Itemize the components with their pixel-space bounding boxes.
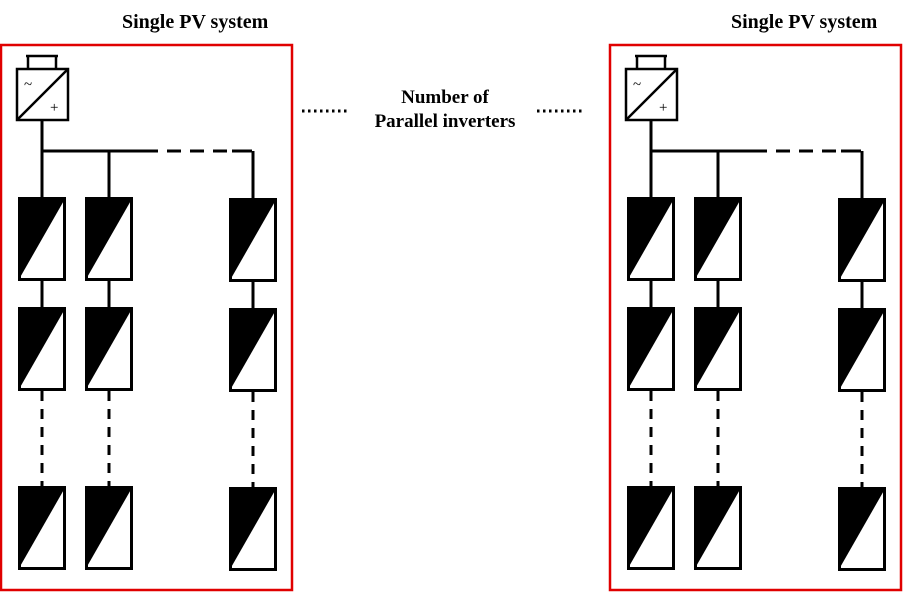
- pv-system-right: ~+: [608, 43, 903, 592]
- pv-module-s2-n: [694, 486, 742, 570]
- pv-module-icon: [85, 307, 133, 391]
- pv-module-s3-2: [838, 308, 886, 392]
- pv-module-s1-n: [18, 486, 66, 570]
- pv-module-icon: [694, 486, 742, 570]
- pv-module-s2-2: [694, 307, 742, 391]
- pv-module-icon: [229, 487, 277, 571]
- pv-module-icon: [627, 486, 675, 570]
- pv-module-s2-n: [85, 486, 133, 570]
- system-title-left: Single PV system: [122, 11, 269, 33]
- pv-module-icon: [229, 198, 277, 282]
- system-boundary: [608, 43, 903, 592]
- system-title-right: Single PV system: [731, 11, 878, 33]
- pv-module-s3-n: [838, 487, 886, 571]
- pv-module-icon: [627, 307, 675, 391]
- pv-module-s3-n: [229, 487, 277, 571]
- pv-module-s1-1: [18, 197, 66, 281]
- pv-system-left: ~+: [0, 43, 294, 592]
- pv-module-icon: [85, 197, 133, 281]
- system-boundary: [0, 43, 294, 592]
- parallel-label-line1: Number of: [401, 87, 489, 108]
- pv-module-s1-n: [627, 486, 675, 570]
- pv-module-icon: [838, 198, 886, 282]
- pv-module-s3-1: [838, 198, 886, 282]
- pv-module-icon: [85, 486, 133, 570]
- inverter-ac-symbol: ~: [633, 77, 641, 93]
- inverter-icon: ~+: [624, 67, 679, 122]
- pv-module-icon: [18, 197, 66, 281]
- inverter-dc-symbol: +: [659, 100, 667, 116]
- inverter-ac-symbol: ~: [24, 77, 32, 93]
- pv-module-s1-1: [627, 197, 675, 281]
- parallel-label-line2: Parallel inverters: [374, 111, 516, 132]
- pv-module-s3-1: [229, 198, 277, 282]
- pv-module-icon: [838, 487, 886, 571]
- inverter-dc-symbol: +: [50, 100, 58, 116]
- inverter-diagonal: [16, 68, 69, 121]
- pv-module-icon: [838, 308, 886, 392]
- pv-module-icon: [229, 308, 277, 392]
- pv-module-icon: [694, 307, 742, 391]
- pv-module-icon: [18, 486, 66, 570]
- pv-module-s3-2: [229, 308, 277, 392]
- pv-module-s2-1: [694, 197, 742, 281]
- pv-module-s2-1: [85, 197, 133, 281]
- inverter-icon: ~+: [15, 67, 70, 122]
- inverter-diagonal: [625, 68, 678, 121]
- pv-module-icon: [694, 197, 742, 281]
- pv-module-s2-2: [85, 307, 133, 391]
- pv-module-s1-2: [18, 307, 66, 391]
- pv-module-s1-2: [627, 307, 675, 391]
- pv-module-icon: [627, 197, 675, 281]
- pv-module-icon: [18, 307, 66, 391]
- parallel-inverters-label: Number of Parallel inverters: [350, 86, 540, 134]
